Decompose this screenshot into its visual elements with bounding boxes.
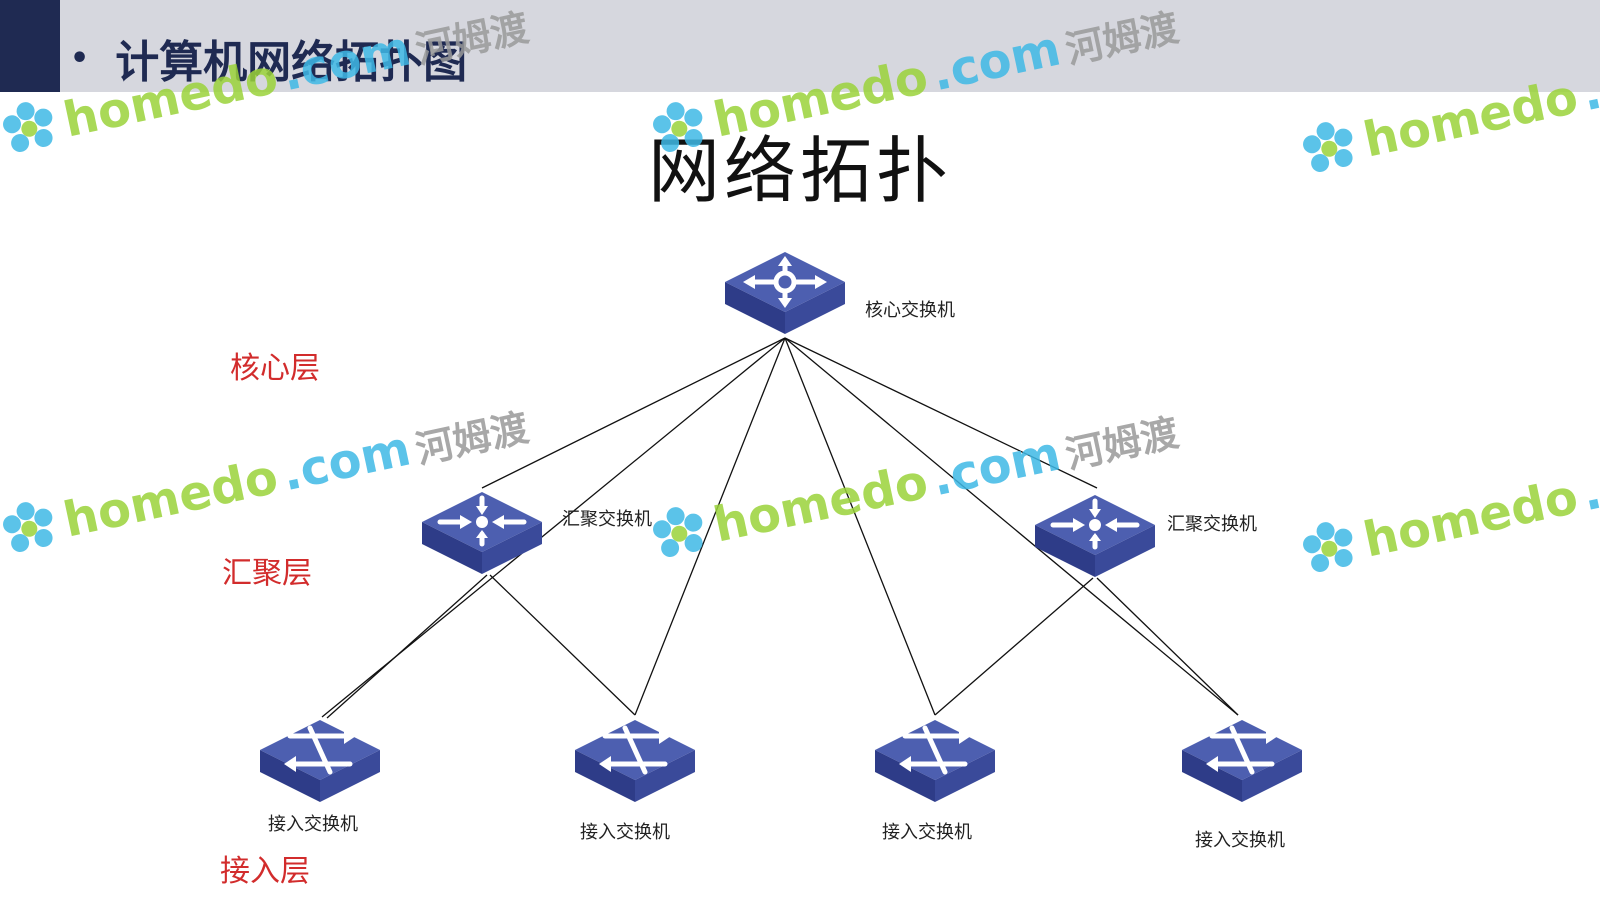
header-title-text: 计算机网络拓扑图 (115, 37, 468, 88)
connection-lines (321, 337, 1239, 719)
access-switch-3-icon[interactable] (875, 720, 995, 802)
access-switch-3-label: 接入交换机 (882, 822, 972, 843)
link-core-access-4 (784, 337, 1239, 716)
aggregation-switch-right-label: 汇聚交换机 (1167, 514, 1257, 535)
access-switch-2-label: 接入交换机 (580, 822, 670, 843)
access-switch-2-icon[interactable] (575, 720, 695, 802)
aggregation-switch-left-label: 汇聚交换机 (562, 509, 652, 530)
header-bar (0, 0, 1600, 92)
access-switch-1-label: 接入交换机 (268, 814, 358, 835)
layer-label-core: 核心层 (230, 351, 320, 386)
link-core-access-3 (784, 337, 936, 716)
link-core-agg-left (481, 337, 786, 489)
layer-label-access: 接入层 (220, 854, 310, 889)
access-switch-4-icon[interactable] (1182, 720, 1302, 802)
core-switch-icon[interactable] (725, 252, 845, 334)
aggregation-switch-left-icon[interactable] (422, 492, 542, 574)
link-core-access-2 (634, 337, 786, 716)
header-bullet: • (70, 40, 90, 76)
header-title: • 计算机网络拓扑图 (70, 28, 467, 88)
link-core-agg-right (784, 337, 1098, 489)
link-agg-left-access-2 (489, 574, 636, 716)
aggregation-switch-right-icon[interactable] (1035, 495, 1155, 577)
link-agg-left-access-1 (326, 574, 488, 719)
link-agg-right-access-3 (934, 577, 1094, 716)
access-switch-4-label: 接入交换机 (1195, 830, 1285, 851)
header-accent (0, 0, 60, 92)
core-switch-label: 核心交换机 (865, 300, 955, 321)
layer-label-aggregation: 汇聚层 (222, 556, 312, 591)
link-agg-right-access-4 (1096, 577, 1239, 716)
access-switch-1-icon[interactable] (260, 720, 380, 802)
